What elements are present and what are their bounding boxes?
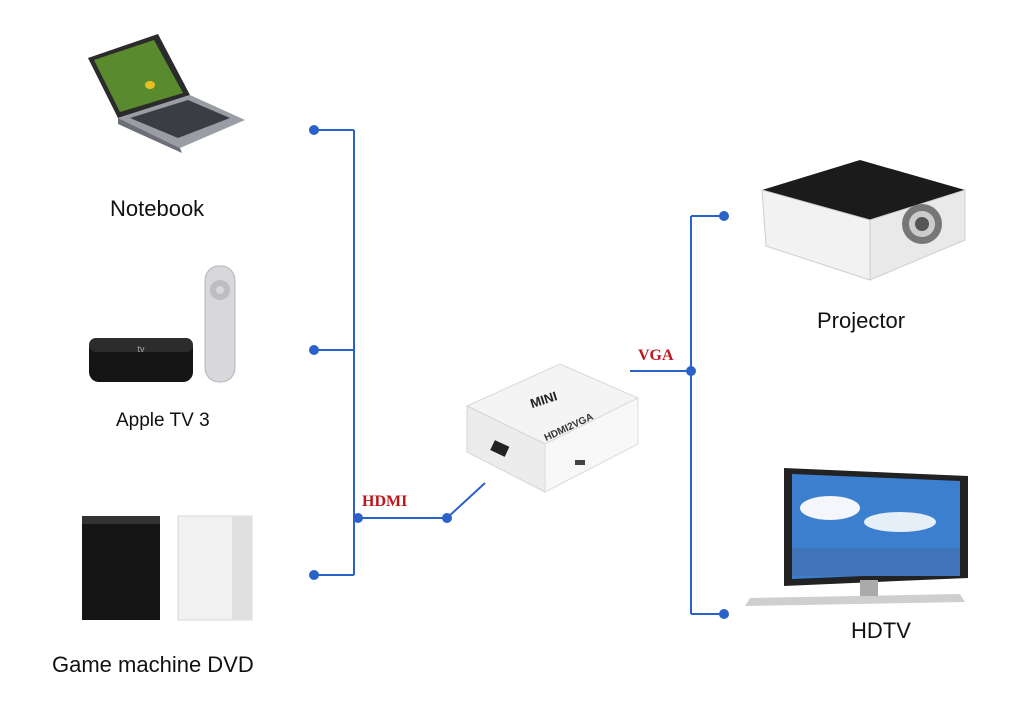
apple-tv-label: Apple TV 3 bbox=[116, 410, 210, 431]
svg-text:tv: tv bbox=[137, 344, 145, 354]
vga-label: VGA bbox=[638, 347, 674, 364]
hdmi-label: HDMI bbox=[362, 493, 408, 510]
hdtv-image bbox=[745, 468, 968, 606]
right-bus bbox=[630, 215, 724, 615]
hdtv-label: HDTV bbox=[851, 618, 911, 643]
connection-dots bbox=[309, 125, 729, 619]
apple-tv-image: tv bbox=[89, 265, 236, 383]
notebook-label: Notebook bbox=[110, 196, 205, 221]
projector-label: Projector bbox=[817, 308, 906, 333]
adapter-image bbox=[465, 363, 640, 493]
game-console-image bbox=[82, 515, 253, 621]
notebook-image bbox=[88, 34, 245, 153]
game-machine-label: Game machine DVD bbox=[52, 652, 254, 677]
projector-image bbox=[761, 160, 966, 281]
